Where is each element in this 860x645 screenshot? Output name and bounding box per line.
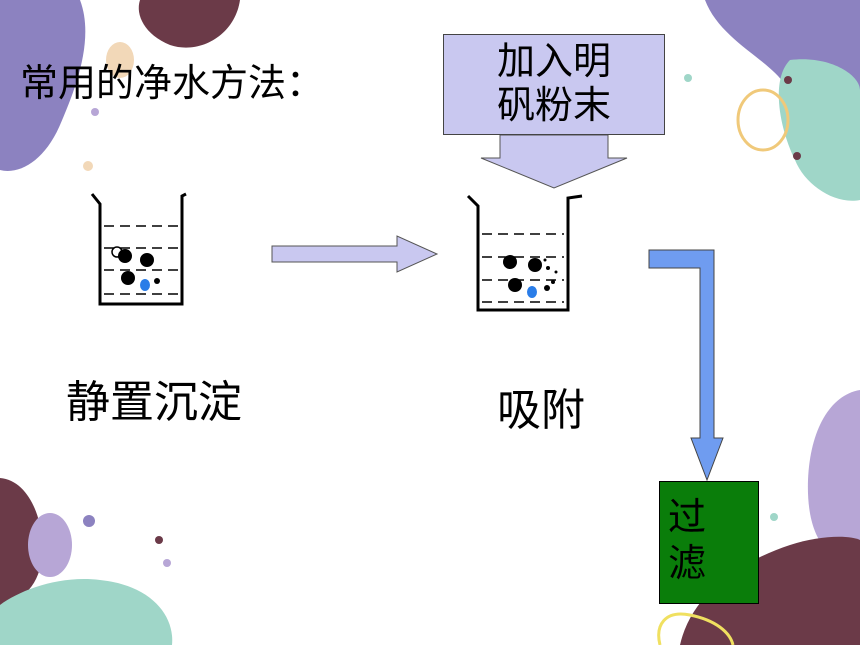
filtration-box: 过 滤 [659,481,759,604]
teal-blob-top-right [778,59,860,201]
teal-blob-bottom-left [0,579,173,645]
purple-dot-bottom-left [83,515,95,527]
adsorption-label: 吸附 [497,385,585,436]
beaker-adsorption [466,194,583,312]
lavender-blob-bottom-right [807,390,860,561]
maroon-blob-top [138,0,240,48]
blue-down-arrow [648,249,724,482]
maroon-blob-bottom-right [680,536,860,645]
beaker-sedimentation [90,192,187,306]
yellow-ring [736,88,790,152]
maroon-dot-right-2 [793,152,801,160]
purple-blob-top-left [0,0,86,171]
teal-dot-right [684,74,692,82]
maroon-dot-bottom-left [155,536,163,544]
filtration-label-line2: 滤 [668,541,707,585]
tiny-dot-2 [91,108,99,116]
lavender-dot-bottom-left [163,559,171,567]
alum-step-box: 加入明 矾粉末 [443,34,665,135]
lavender-blob-bottom-left [28,513,72,577]
maroon-blob-bottom-left [0,478,43,605]
yellow-curve-bottom-right [657,612,735,645]
filtration-label-line1: 过 [668,495,707,539]
alum-down-arrow [480,134,628,189]
process-right-arrow [271,235,439,273]
page-title: 常用的净水方法： [20,61,325,105]
teal-dot-bottom-right [770,513,778,521]
peach-dot [106,42,134,78]
maroon-dot-bottom-right [767,597,773,603]
maroon-dot-right [784,76,792,84]
alum-label-line2: 矾粉末 [496,83,611,127]
sedimentation-label: 静置沉淀 [66,377,242,428]
alum-label-line1: 加入明 [496,39,611,83]
tiny-dot-1 [83,161,93,171]
